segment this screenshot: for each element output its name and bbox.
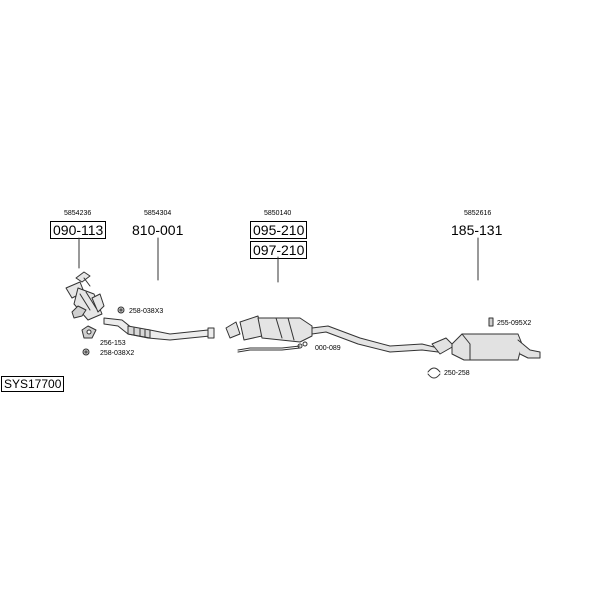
leader-lines xyxy=(78,237,479,283)
oem-number-rear-silencer: 5852616 xyxy=(464,210,492,217)
hardware-icons xyxy=(71,305,494,379)
rear-silencer xyxy=(431,333,541,361)
hardware-label: 258-038X3 xyxy=(129,308,164,315)
sensor-pipe xyxy=(237,341,308,353)
oem-number-front-pipe: 5854304 xyxy=(144,210,172,217)
diesel-particulate-filter xyxy=(225,315,439,353)
oem-number-catalyst: 5854236 xyxy=(64,210,92,217)
hardware-label: 255-095X2 xyxy=(497,320,532,327)
front-pipe xyxy=(103,317,215,341)
part-number-rear-silencer[interactable]: 185-131 xyxy=(451,222,503,238)
hardware-label: 250-258 xyxy=(444,370,470,377)
catalytic-converter xyxy=(65,271,105,321)
part-number-catalyst[interactable]: 090-113 xyxy=(50,221,107,239)
hardware-label: 258-038X2 xyxy=(100,350,135,357)
hardware-label: 256-153 xyxy=(100,340,126,347)
oem-number-dpf: 5850140 xyxy=(264,210,292,217)
system-code: SYS17700 xyxy=(1,376,65,392)
part-number-dpf-alt[interactable]: 097-210 xyxy=(250,241,308,259)
part-number-front-pipe[interactable]: 810-001 xyxy=(132,222,184,238)
hardware-label: 000-089 xyxy=(315,345,341,352)
part-number-dpf[interactable]: 095-210 xyxy=(250,221,308,239)
